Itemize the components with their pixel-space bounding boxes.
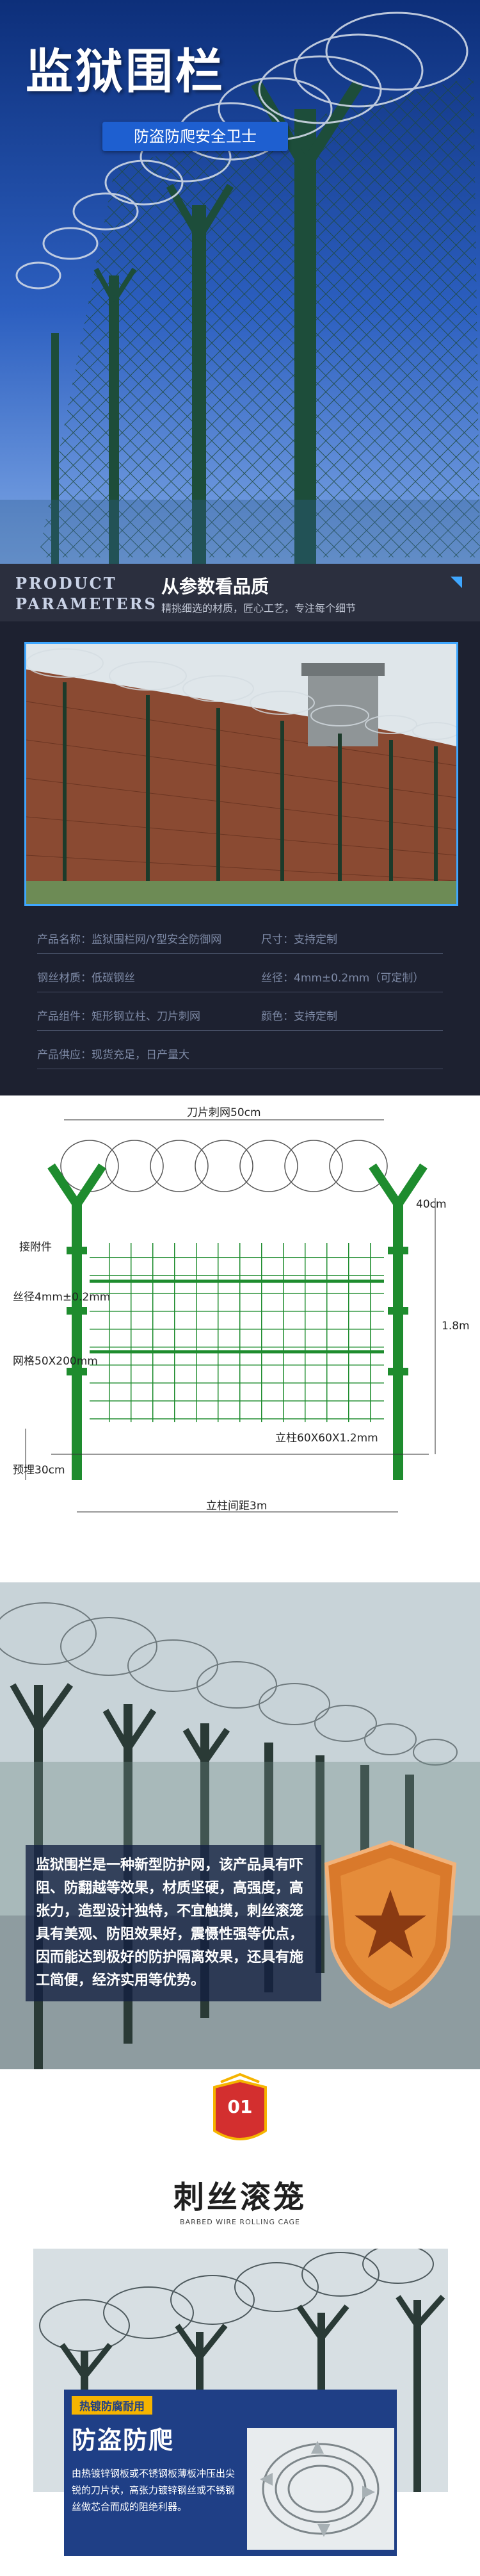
parameters-header: PRODUCT PARAMETERS 从参数看品质 精挑细选的材质，匠心工艺，专… [0, 564, 480, 621]
blade-length-label: 刀片刺网50cm [187, 1106, 261, 1119]
parameters-heading: 从参数看品质 [161, 576, 269, 597]
height-label: 1.8m [442, 1320, 470, 1333]
post-size-label: 立柱60X60X1.2mm [275, 1432, 378, 1445]
embed-depth-label: 预埋30cm [13, 1464, 65, 1477]
param-name: 产品名称：监狱围栏网/Y型安全防御网 [37, 933, 222, 946]
number-badge-icon [213, 2072, 267, 2140]
param-row-2: 钢丝材质：低碳钢丝 丝径：4mm±0.2mm（可定制） [37, 956, 443, 992]
product-description: 监狱围栏是一种新型防护网，该产品具有吓阻、防翻越等效果，材质坚硬，高强度，高张力… [26, 1845, 321, 2001]
fence-schematic [25, 1119, 436, 1513]
fence-dimension-diagram: 刀片刺网50cm 40cm 接附件 丝径4mm±0.2mm 1.8m 网格50X… [0, 1095, 480, 1582]
feature-tag: 热镀防腐耐用 [72, 2396, 152, 2415]
hero-banner: 监狱围栏 防盗防爬安全卫士 [0, 0, 480, 564]
param-components: 产品组件：矩形钢立柱、刀片刺网 [37, 1010, 200, 1023]
arm-length-label: 40cm [416, 1198, 447, 1211]
mesh-size-label: 网格50X200mm [13, 1355, 98, 1368]
product-intro-section: 监狱围栏是一种新型防护网，该产品具有吓阻、防翻越等效果，材质坚硬，高强度，高张力… [0, 1582, 480, 2069]
parameters-subheading: 精挑细选的材质，匠心工艺，专注每个细节 [161, 602, 356, 614]
param-row-3: 产品组件：矩形钢立柱、刀片刺网 颜色：支持定制 [37, 994, 443, 1031]
wire-diameter-label: 丝径4mm±0.2mm [13, 1291, 111, 1304]
hero-subtitle: 防盗防爬安全卫士 [102, 122, 288, 151]
razor-coil-icon [247, 2428, 394, 2550]
connector-label: 接附件 [19, 1241, 52, 1254]
post-spacing-label: 立柱间距3m [206, 1500, 268, 1513]
feature-title: 防盗防爬 [72, 2426, 175, 2454]
param-wire-diameter: 丝径：4mm±0.2mm（可定制） [261, 972, 424, 985]
corner-triangle-icon [451, 577, 462, 588]
param-row-4: 产品供应：现货充足，日产量大 [37, 1033, 443, 1069]
hero-title: 监狱围栏 [26, 44, 225, 99]
param-color: 颜色：支持定制 [261, 1010, 337, 1023]
fence-illustration [0, 12, 480, 564]
product-parameters: PRODUCT PARAMETERS 从参数看品质 精挑细选的材质，匠心工艺，专… [0, 564, 480, 1095]
parameters-en-line2: PARAMETERS [15, 595, 157, 613]
shield-star-icon [324, 1840, 457, 2009]
param-supply: 产品供应：现货充足，日产量大 [37, 1049, 189, 1062]
section-title: 刺丝滚笼 [173, 2179, 307, 2215]
barbed-wire-section: 01 刺丝滚笼 BARBED WIRE ROLLING CAGE 热镀防腐耐用 … [0, 2069, 480, 2576]
param-material: 钢丝材质：低碳钢丝 [37, 972, 135, 985]
badge-number: 01 [227, 2096, 253, 2117]
parameters-en-line1: PRODUCT [15, 574, 117, 593]
section-en-title: BARBED WIRE ROLLING CAGE [180, 2218, 300, 2226]
feature-text: 由热镀锌钢板或不锈钢板薄板冲压出尖锐的刀片状，高张力镀锌钢丝或不锈钢丝做芯合而成… [72, 2468, 236, 2513]
param-size: 尺寸：支持定制 [261, 933, 337, 946]
prison-wall-photo [24, 642, 458, 906]
param-row-1: 产品名称：监狱围栏网/Y型安全防御网 尺寸：支持定制 [37, 917, 443, 954]
